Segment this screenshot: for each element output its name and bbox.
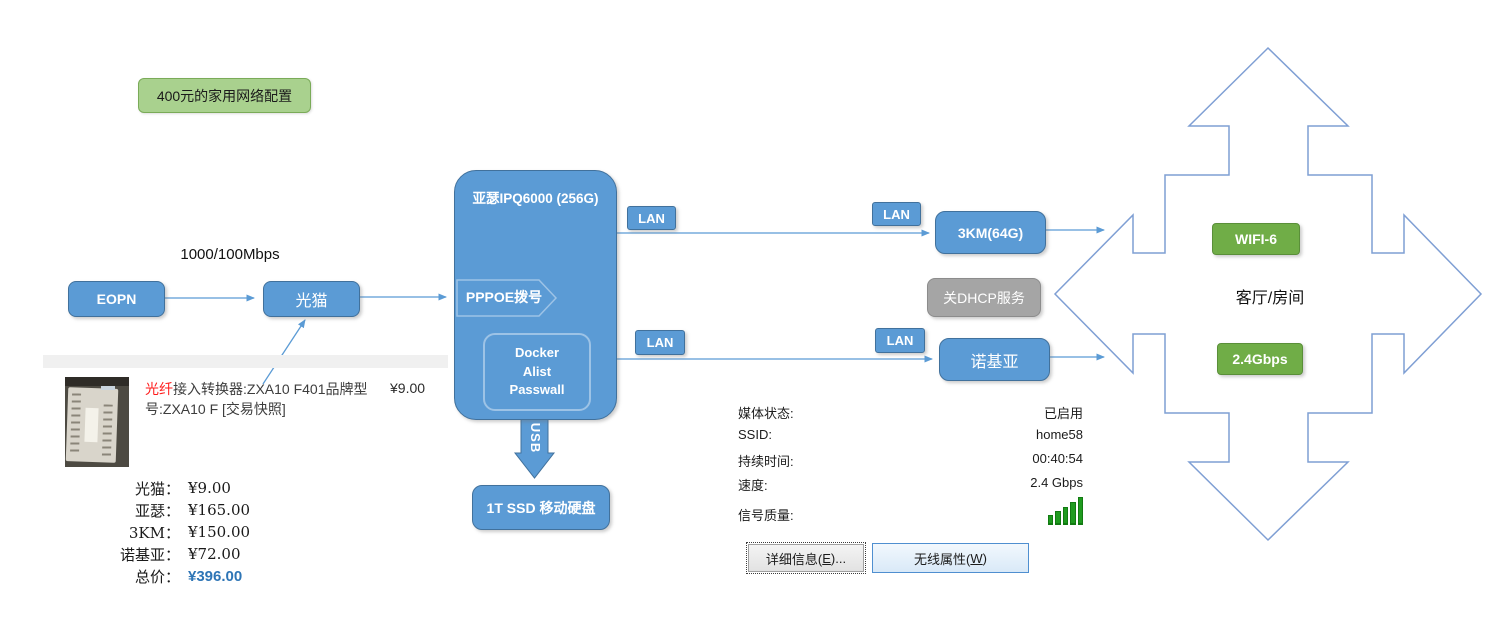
wireless-button-label: 无线属性( [914, 551, 971, 567]
price-value: ¥72.00 [188, 545, 241, 563]
status-label: SSID: [738, 427, 772, 442]
pppoe-label: PPPOE拨号 [465, 289, 543, 305]
details-button[interactable]: 详细信息(E)... [746, 542, 866, 574]
ap-upper-label: 3KM(64G) [957, 224, 1024, 241]
wireless-button-accesskey: W [970, 550, 983, 566]
price-label: 光猫： [134, 479, 180, 498]
wireless-button-label: ) [982, 550, 987, 566]
lan-tag-2: LAN [872, 202, 921, 226]
lan-tag-3: LAN [635, 330, 685, 355]
modem-node: 光猫 [263, 281, 360, 317]
lan-tag-1: LAN [627, 206, 676, 230]
details-button-label: )... [830, 550, 847, 566]
signal-bar [1062, 507, 1069, 525]
signal-bar [1047, 515, 1054, 525]
product-photo-vents [101, 404, 113, 457]
status-row-ssid: SSID: home58 [738, 427, 1083, 442]
status-value: 2.4 Gbps [1030, 475, 1083, 490]
speed-badge: 2.4Gbps [1217, 343, 1303, 375]
product-title-link[interactable]: 光纤接入转换器:ZXA10 F401品牌型号:ZXA10 F [交易快照] [145, 379, 379, 419]
price-value: ¥150.00 [188, 523, 251, 541]
price-row-total: 总价： ¥396.00 [88, 565, 258, 587]
price-label: 亚瑟： [134, 501, 180, 520]
price-value: ¥9.00 [188, 479, 231, 497]
product-photo-label [84, 407, 99, 443]
speed-badge-label: 2.4Gbps [1232, 351, 1288, 367]
diagram-title-box: 400元的家用网络配置 [138, 78, 311, 113]
ssd-node: 1T SSD 移动硬盘 [472, 485, 610, 530]
ssd-label: 1T SSD 移动硬盘 [486, 499, 596, 516]
usb-label: USB [528, 422, 543, 454]
signal-bar [1070, 502, 1076, 525]
product-thumbnail[interactable] [65, 377, 129, 467]
price-breakdown: 光猫： ¥9.00 亚瑟： ¥165.00 3KM： ¥150.00 诺基亚： … [88, 477, 258, 587]
service-alist: Alist [522, 363, 552, 379]
ap-lower-label: 诺基亚 [970, 353, 1019, 371]
dhcp-note-label: 关DHCP服务 [943, 289, 1025, 306]
status-row-duration: 持续时间: 00:40:54 [738, 451, 1083, 470]
product-title-text: 接入转换器:ZXA10 F401品牌型号:ZXA10 F [交易快照] [145, 381, 368, 417]
ap-lower-node: 诺基亚 [939, 338, 1050, 381]
details-button-accesskey: E [822, 550, 831, 566]
product-photo-device [65, 387, 119, 463]
modem-label: 光猫 [295, 293, 328, 310]
wireless-properties-button[interactable]: 无线属性(W) [872, 543, 1029, 573]
status-label: 持续时间: [738, 454, 794, 469]
status-row-signal: 信号质量: [738, 505, 1083, 524]
product-photo-vents [69, 393, 82, 456]
wifi6-label: WIFI-6 [1235, 231, 1277, 247]
status-value: 已启用 [1043, 406, 1083, 421]
price-row-3km: 3KM： ¥150.00 [88, 521, 258, 543]
diagram-title: 400元的家用网络配置 [156, 87, 293, 104]
signal-bar [1077, 497, 1083, 525]
total-value: ¥396.00 [188, 567, 243, 585]
lan-tag-4: LAN [875, 328, 925, 353]
rooms-label: 客厅/房间 [1235, 290, 1305, 307]
router-title: 亚瑟IPQ6000 (256G) [472, 191, 599, 206]
wifi6-badge: WIFI-6 [1212, 223, 1300, 255]
router-node: 亚瑟IPQ6000 (256G) PPPOE拨号 Docker Alist Pa… [454, 170, 617, 420]
price-value: ¥165.00 [188, 501, 251, 519]
dhcp-note: 关DHCP服务 [927, 278, 1041, 317]
service-passwall: Passwall [509, 382, 565, 398]
price-row-router: 亚瑟： ¥165.00 [88, 499, 258, 521]
product-title-highlight: 光纤 [145, 381, 173, 397]
signal-bars-icon [1047, 497, 1083, 525]
signal-bar [1055, 511, 1061, 525]
divider-band [43, 355, 448, 368]
service-docker: Docker [514, 344, 560, 360]
ap-upper-node: 3KM(64G) [935, 211, 1046, 254]
status-row-speed: 速度: 2.4 Gbps [738, 475, 1083, 494]
details-button-label: 详细信息( [765, 551, 823, 567]
connector-product-to-modem [262, 319, 306, 385]
status-label: 速度: [738, 478, 768, 493]
product-photo-background [65, 377, 129, 386]
price-label: 诺基亚： [119, 545, 180, 564]
total-label: 总价： [134, 567, 180, 586]
eopn-label: EOPN [96, 291, 137, 307]
price-label: 3KM： [128, 523, 180, 542]
pppoe-chevron-shape [456, 279, 558, 317]
product-price: ¥9.00 [390, 380, 426, 396]
status-row-media-state: 媒体状态: 已启用 [738, 403, 1083, 422]
price-row-nokia: 诺基亚： ¥72.00 [88, 543, 258, 565]
eopn-node: EOPN [68, 281, 165, 317]
router-services-box: Docker Alist Passwall [483, 333, 591, 411]
status-label: 媒体状态: [738, 406, 794, 421]
status-label: 信号质量: [738, 508, 794, 523]
price-row-modem: 光猫： ¥9.00 [88, 477, 258, 499]
status-value: 00:40:54 [1032, 451, 1083, 466]
status-value: home58 [1036, 427, 1083, 442]
wan-speed-label: 1000/100Mbps [180, 246, 280, 263]
